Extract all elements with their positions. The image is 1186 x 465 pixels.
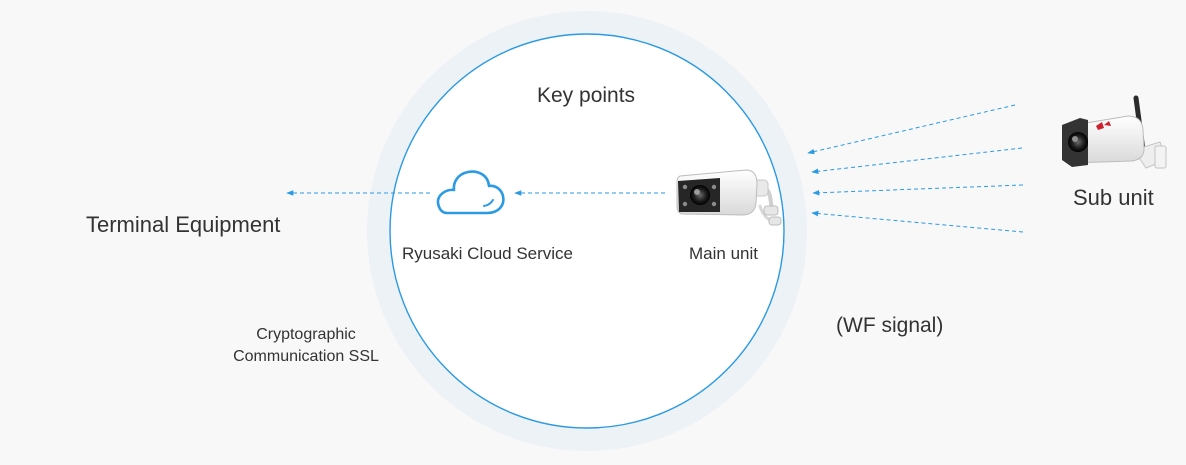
ssl-annotation: Cryptographic Communication SSL [206,324,406,368]
signal-arrow-2 [811,147,1023,175]
terminal-equipment-label: Terminal Equipment [86,212,281,237]
wifi-security-camera-icon [1062,95,1167,169]
wf-signal-label: (WF signal) [836,314,944,337]
sub-unit-label: Sub unit [1073,185,1154,210]
cloud-service-label: Ryusaki Cloud Service [402,244,574,263]
cloud-icon [436,170,505,215]
key-points-circle [389,33,785,429]
signal-arrow-4 [811,210,1024,233]
diagram-title: Key points [537,84,636,107]
signal-arrow-3 [812,184,1024,196]
security-camera-icon [676,169,782,226]
signal-arrow-1 [807,104,1016,155]
main-unit-label: Main unit [689,244,758,263]
ssl-annotation-line-1: Cryptographic [256,326,356,343]
ssl-annotation-line-2: Communication SSL [233,348,379,365]
